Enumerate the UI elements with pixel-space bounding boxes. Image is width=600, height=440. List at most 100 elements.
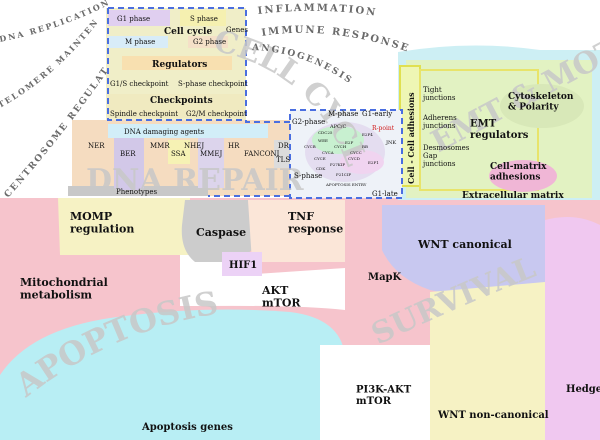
cw-rb: RB [362, 144, 368, 149]
wheel-pink [340, 150, 384, 174]
momp-region [58, 198, 190, 255]
cw-apcc: APC/C [329, 124, 346, 130]
cc-g1-phase: G1 phase [117, 15, 150, 23]
cw-e2f4: E2F4 [362, 132, 373, 137]
wheel-green [312, 126, 364, 154]
checkpoints-block [108, 94, 244, 118]
wnt-noncanonical-label: WNT non-canonical [437, 410, 549, 421]
cc-m-phase: M phase [125, 38, 155, 46]
cw-e2f1: E2F1 [368, 160, 379, 165]
dr-dr: DR [278, 142, 290, 150]
ber-block [114, 138, 144, 190]
dr-mmej: MMEJ [200, 150, 222, 158]
tnf-region [248, 200, 345, 262]
emt-desmosomes: Desmosomes [423, 144, 470, 152]
cw-cyce: CYCE [314, 156, 326, 161]
cw-r-point: R-point [372, 125, 395, 132]
phenotypes-bar [68, 186, 208, 196]
dr-tls: TLS [276, 156, 290, 164]
dr-mmr: MMR [150, 142, 170, 150]
cw-e2f: E2F [345, 140, 353, 145]
cc-g1s-checkpoint: G1/S checkpoint [110, 80, 169, 88]
cw-cycb: CYCB [304, 144, 316, 149]
dr-damaging-agents: DNA damaging agents [124, 128, 205, 136]
cc-s-phase-checkpoint: S-phase checkpoint [178, 80, 248, 88]
dashed-border-cc [107, 8, 246, 121]
dr-ber: BER [120, 150, 136, 158]
emt-cytoskeleton: Cytoskeleton& Polarity [508, 92, 574, 112]
cw-g1-early: G1-early [362, 110, 392, 118]
dr-ssa: SSA [171, 150, 186, 158]
dr-ner: NER [88, 142, 105, 150]
cytoskeleton-blob [500, 84, 584, 128]
regulators-block [122, 56, 232, 70]
cw-cdc25: CDC25 [318, 130, 333, 135]
apoptosis-region [0, 309, 345, 440]
dashed-border-left [108, 7, 301, 197]
mapk-label: MapK [368, 272, 402, 283]
cw-cycd: CYCD [348, 156, 360, 161]
junctions-box [419, 69, 539, 191]
cw-cyca: CYCA [322, 150, 334, 155]
cw-p27kip: P27KIP [330, 162, 345, 167]
wnt-noncanonical-region [430, 282, 545, 440]
hif1-region [222, 252, 262, 276]
wnt-canonical-label: WNT canonical [417, 238, 512, 251]
cw-g2-phase: G2-phase [292, 118, 325, 126]
dr-hr: HR [228, 142, 240, 150]
g2-phase-block [188, 36, 228, 48]
hedgehog-label: Hedgehog [566, 384, 600, 395]
dashed-border-wheel [289, 109, 403, 199]
label-inflammation: INFLAMMATION [257, 3, 378, 19]
apoptosis-genes-label: Apoptosis genes [141, 422, 233, 433]
watermark-dna-repair: DNA REPAIR [86, 163, 305, 198]
cw-apoptosis-entry: APOPTOSIS ENTRY [325, 182, 367, 187]
cw-m-phase: M-phase [328, 110, 358, 118]
wnt-canonical-region [382, 205, 545, 294]
dr-phenotypes: Phenotypes [116, 188, 157, 196]
cw-cych: CYCH [334, 144, 347, 149]
cc-spindle-checkpoint: Spindle checkpoint [110, 110, 178, 118]
dr-fanconi: FANCONI [244, 150, 280, 158]
pi3k-region [320, 345, 430, 440]
cc-genes: Genes [226, 26, 248, 34]
cw-s-phase: S-phase [294, 172, 322, 180]
dna-damaging-bar [108, 124, 268, 138]
cw-cycc: CYCC [350, 150, 362, 155]
cc-g2m-checkpoint: G2/M checkpoint [186, 110, 247, 118]
cc-s-phase: S phase [190, 15, 218, 23]
cw-jnk: JNK [385, 140, 396, 146]
cw-p21cip: P21CIP [336, 172, 351, 177]
cc-g2-phase: G2 phase [193, 38, 226, 46]
mmej-block [198, 138, 224, 188]
cc-checkpoints: Checkpoints [150, 96, 213, 106]
cc-title: Cell cycle [164, 27, 212, 37]
ssa-block [168, 140, 190, 164]
s-phase-block [180, 10, 226, 26]
emt-extracellular-matrix: Extracellular matrix [462, 191, 564, 201]
m-phase-block [108, 36, 168, 48]
caspase-label: Caspase [196, 226, 246, 239]
cw-cdk: CDK [316, 166, 326, 171]
emt-cell-cell-adhesions: Cell - Cell adhesions [406, 92, 416, 184]
cw-g1-late: G1-late [372, 190, 398, 198]
dr-nhej: NHEJ [184, 142, 204, 150]
cw-wee: WEE [318, 138, 328, 143]
g1-phase-block [108, 10, 170, 26]
cc-regulators: Regulators [152, 60, 207, 70]
cell-matrix-blob [489, 160, 557, 192]
hedgehog-region [545, 216, 600, 440]
caspase-region [181, 200, 252, 262]
